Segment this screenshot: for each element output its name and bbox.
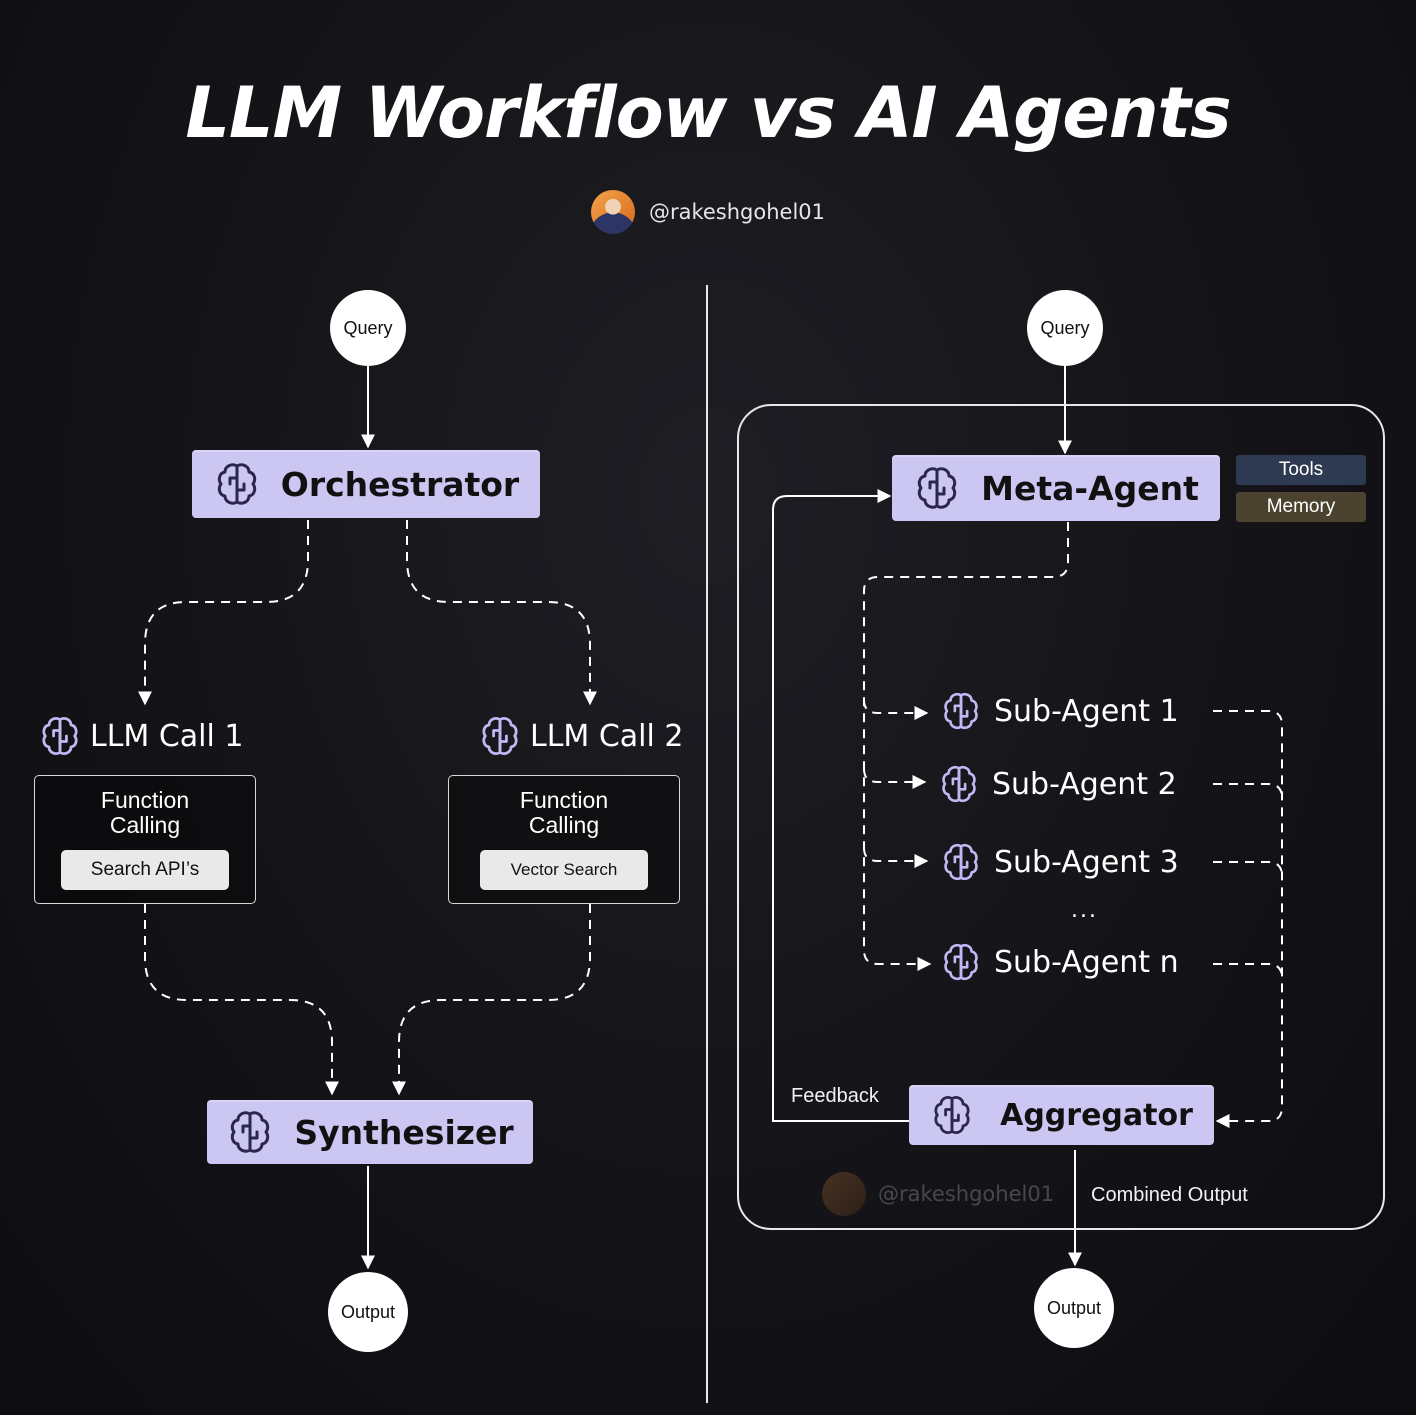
function-calling-box-2: Function Calling Vector Search	[448, 775, 680, 904]
brain-chip-icon	[38, 714, 82, 758]
watermark-avatar	[822, 1172, 866, 1216]
tools-tag: Tools	[1236, 455, 1366, 485]
watermark: @rakeshgohel01	[822, 1172, 1054, 1216]
llm-call-2: LLM Call 2	[478, 714, 683, 758]
brain-chip-icon	[226, 1108, 274, 1156]
orchestrator-node: Orchestrator	[192, 450, 540, 518]
brain-chip-icon	[940, 690, 982, 732]
memory-tag: Memory	[1236, 492, 1366, 522]
tool-pill-vector-search: Vector Search	[480, 850, 648, 890]
brain-chip-icon	[213, 460, 261, 508]
sub-agent-n: Sub-Agent n	[940, 941, 1179, 983]
workflow-query-node: Query	[330, 290, 406, 366]
sub-agent-label: Sub-Agent 1	[994, 693, 1179, 729]
workflow-output-node: Output	[328, 1272, 408, 1352]
synthesizer-node: Synthesizer	[207, 1100, 533, 1164]
sub-agent-label: Sub-Agent n	[994, 944, 1179, 980]
feedback-label: Feedback	[791, 1085, 879, 1107]
avatar	[590, 190, 635, 234]
brain-chip-icon	[940, 841, 982, 883]
sub-agent-3: Sub-Agent 3	[940, 841, 1179, 883]
brain-chip-icon	[913, 464, 961, 512]
llm-call-1: LLM Call 1	[38, 714, 243, 758]
orchestrator-label: Orchestrator	[280, 464, 520, 504]
brain-chip-icon	[930, 1093, 974, 1137]
sub-agent-label: Sub-Agent 3	[994, 844, 1179, 880]
llm-call-1-label: LLM Call 1	[90, 718, 244, 754]
llm-call-2-label: LLM Call 2	[530, 718, 684, 754]
author-row: @rakeshgohel01	[0, 190, 1416, 234]
author-handle: @rakeshgohel01	[648, 200, 826, 224]
brain-chip-icon	[940, 941, 982, 983]
meta-agent-node: Meta-Agent	[892, 455, 1220, 521]
brain-chip-icon	[478, 714, 522, 758]
more-agents-ellipsis: ...	[1071, 898, 1098, 923]
aggregator-node: Aggregator	[909, 1085, 1214, 1145]
sub-agent-label: Sub-Agent 2	[992, 766, 1177, 802]
brain-chip-icon	[938, 763, 980, 805]
watermark-handle: @rakeshgohel01	[878, 1182, 1055, 1206]
aggregator-label: Aggregator	[1000, 1097, 1193, 1133]
page-title: LLM Workflow vs AI Agents	[185, 72, 1231, 154]
function-calling-box-1: Function Calling Search API’s	[34, 775, 256, 904]
function-calling-title: Function Calling	[100, 787, 190, 838]
sub-agent-1: Sub-Agent 1	[940, 690, 1179, 732]
sub-agent-2: Sub-Agent 2	[938, 763, 1177, 805]
agents-output-node: Output	[1034, 1268, 1114, 1348]
tool-pill-search-apis: Search API’s	[61, 850, 229, 890]
synthesizer-label: Synthesizer	[294, 1112, 514, 1152]
agents-query-node: Query	[1027, 290, 1103, 366]
combined-output-label: Combined Output	[1091, 1184, 1248, 1206]
center-divider	[706, 285, 708, 1403]
agent-system-frame	[737, 404, 1385, 1230]
function-calling-title: Function Calling	[519, 787, 609, 838]
meta-agent-label: Meta-Agent	[981, 468, 1199, 508]
